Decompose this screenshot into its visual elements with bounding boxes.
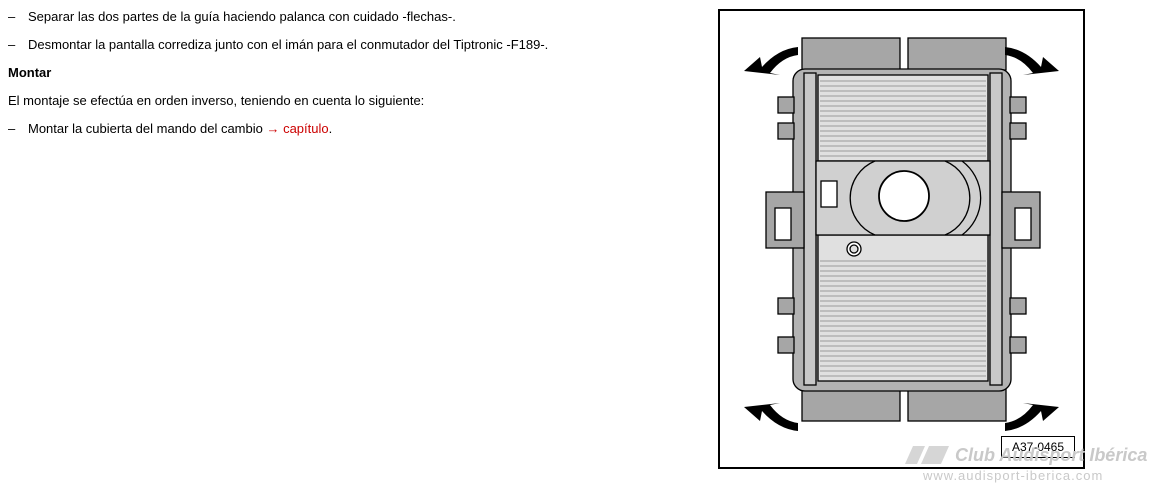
left-rail	[803, 72, 817, 386]
bullet-dash: –	[8, 37, 16, 52]
arrows	[744, 47, 1059, 431]
tab	[1009, 122, 1027, 140]
arrow-bottom-right	[1005, 403, 1059, 431]
top-right-cover	[907, 37, 1007, 71]
tab	[1009, 297, 1027, 315]
instructions: – Separar las dos partes de la guía haci…	[8, 7, 688, 147]
watermark-title: Club Audisport Ibérica	[955, 445, 1148, 465]
figure-label: A37-0465	[1001, 436, 1075, 458]
intro-paragraph: El montaje se efectúa en orden inverso, …	[8, 93, 425, 108]
screw-head	[849, 244, 859, 254]
tab	[777, 336, 795, 354]
arrow-top-right	[1005, 47, 1059, 75]
tab	[1009, 336, 1027, 354]
step-remove-screen: – Desmontar la pantalla corrediza junto …	[8, 35, 688, 63]
bullet-dash: –	[8, 9, 16, 24]
arrow-bottom-left	[744, 403, 798, 431]
panel-ribs	[820, 80, 986, 377]
slide-arc	[849, 160, 876, 236]
section-heading-montar: Montar	[8, 65, 52, 80]
club-logo-icon	[905, 446, 949, 464]
shift-lever-opening	[878, 170, 930, 222]
tab	[777, 297, 795, 315]
left-clip-window	[774, 207, 792, 241]
step-text: Separar las dos partes de la guía hacien…	[28, 9, 456, 24]
slide-arc	[961, 160, 982, 236]
step-text: Montar la cubierta del mando del cambio …	[28, 119, 332, 147]
right-rail	[989, 72, 1003, 386]
step-separate-guide: – Separar las dos partes de la guía haci…	[8, 7, 688, 35]
tab	[1009, 96, 1027, 114]
watermark-url: www.audisport-iberica.com	[923, 468, 1104, 483]
tab	[777, 96, 795, 114]
bullet-dash: –	[8, 121, 16, 136]
tiptronic-magnet	[820, 180, 838, 208]
right-clip-window	[1014, 207, 1032, 241]
step-text: Desmontar la pantalla corrediza junto co…	[28, 37, 549, 52]
step-mount-cover: – Montar la cubierta del mando del cambi…	[8, 119, 688, 147]
tab	[777, 122, 795, 140]
step-text-main: Montar la cubierta del mando del cambio	[28, 121, 267, 136]
chapter-link[interactable]: → capítulo	[266, 121, 329, 136]
lower-panel	[817, 234, 989, 382]
arrow-top-left	[744, 47, 798, 75]
slide-arc	[944, 160, 971, 236]
step-text-tail: .	[328, 121, 333, 136]
guide-drawing	[744, 37, 1059, 431]
technical-illustration: A37-0465	[718, 9, 1085, 469]
top-left-cover	[801, 37, 901, 71]
watermark: Club Audisport Ibérica www.audisport-ibe…	[905, 443, 1151, 485]
upper-panel	[817, 74, 989, 162]
